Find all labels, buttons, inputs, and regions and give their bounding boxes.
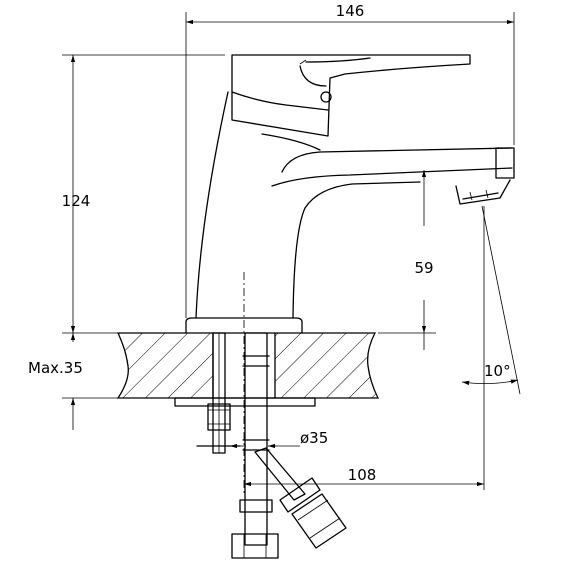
height-label: 124 <box>62 192 91 210</box>
countertop-section <box>116 332 380 399</box>
faucet-body <box>185 91 515 334</box>
dimension-hole-diameter: ø35 <box>230 429 328 449</box>
hole-diameter-label: ø35 <box>300 429 328 447</box>
spout-height-label: 59 <box>414 259 433 277</box>
lever-handle <box>231 54 471 137</box>
dimension-reach: 108 <box>244 206 485 490</box>
dimension-max-mount: Max.35 <box>28 333 118 430</box>
supply-hoses <box>231 332 347 559</box>
dimension-width: 146 <box>185 2 515 318</box>
width-label: 146 <box>336 2 365 20</box>
max-mount-label: Max.35 <box>28 359 83 377</box>
dimension-height: 124 <box>62 54 225 334</box>
dimension-angle: 10° <box>461 205 521 395</box>
dimension-spout-height: 59 <box>378 170 436 350</box>
angle-label: 10° <box>484 362 511 380</box>
reach-label: 108 <box>348 466 377 484</box>
